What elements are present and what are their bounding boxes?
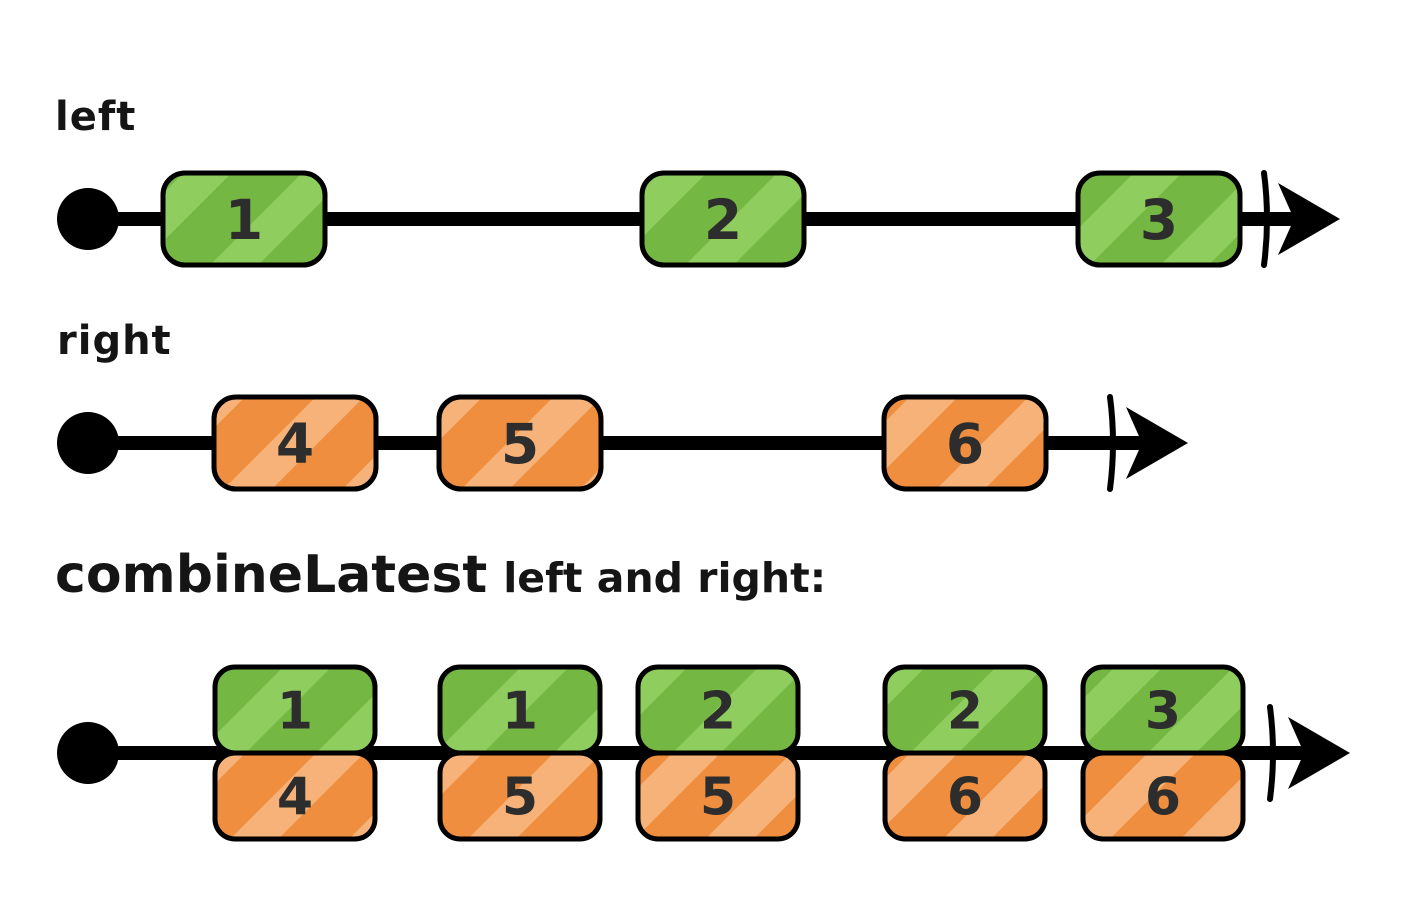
marble-combined-top-3: 3 <box>1080 664 1246 756</box>
marble-value: 2 <box>704 188 742 252</box>
marble-value: 6 <box>1145 768 1181 828</box>
marble-right-6: 6 <box>881 394 1049 492</box>
combine-latest-heading: combineLatest left and right: <box>55 545 826 605</box>
marble-value: 2 <box>947 682 983 742</box>
marble-value: 2 <box>700 682 736 742</box>
marble-combined-top-2: 2 <box>882 664 1048 756</box>
operator-name: combineLatest <box>55 545 488 605</box>
marble-combined-bottom-5: 5 <box>635 750 801 842</box>
timeline-start-dot-icon <box>57 188 119 250</box>
marble-value: 1 <box>277 682 313 742</box>
marble-value: 3 <box>1140 188 1178 252</box>
marble-value: 5 <box>501 412 539 476</box>
timeline-start-dot-icon <box>57 722 119 784</box>
marble-right-5: 5 <box>436 394 604 492</box>
timeline-arrowhead-icon <box>1126 407 1188 479</box>
marble-left-2: 2 <box>639 170 807 268</box>
marble-body <box>212 750 378 842</box>
marble-left-3: 3 <box>1075 170 1243 268</box>
marble-left-1: 1 <box>160 170 328 268</box>
timeline-combined: 1 4 1 5 2 5 2 6 3 6 <box>57 664 1350 842</box>
marble-body <box>1080 750 1246 842</box>
timeline-right: 4 5 6 <box>57 394 1188 492</box>
marble-value: 3 <box>1145 682 1181 742</box>
timeline-start-dot-icon <box>57 412 119 474</box>
marble-value: 6 <box>946 412 984 476</box>
marble-body <box>437 750 603 842</box>
marble-combined-top-1: 1 <box>437 664 603 756</box>
timeline-tick-icon <box>1107 394 1116 492</box>
marble-body <box>882 750 1048 842</box>
marble-body <box>639 170 807 268</box>
marble-body <box>881 394 1049 492</box>
marble-combined-bottom-6: 6 <box>882 750 1048 842</box>
marble-value: 4 <box>276 412 314 476</box>
marble-value: 5 <box>502 768 538 828</box>
marble-combined-top-2: 2 <box>635 664 801 756</box>
marble-body <box>160 170 328 268</box>
marble-body <box>436 394 604 492</box>
marble-value: 4 <box>277 768 313 828</box>
timeline-arrowhead-icon <box>1288 717 1350 789</box>
left-stream-label: left <box>55 94 137 140</box>
marble-combined-top-1: 1 <box>212 664 378 756</box>
timeline-tick-icon <box>1261 170 1270 268</box>
marble-value: 6 <box>947 768 983 828</box>
marble-body <box>1075 170 1243 268</box>
timeline-tick-icon <box>1267 704 1276 802</box>
right-stream-label: right <box>57 318 172 364</box>
marble-body <box>211 394 379 492</box>
marble-body <box>635 750 801 842</box>
marble-combined-bottom-4: 4 <box>212 750 378 842</box>
marble-value: 5 <box>700 768 736 828</box>
timeline-left: 1 2 3 <box>57 170 1340 268</box>
marble-value: 1 <box>225 188 263 252</box>
marble-value: 1 <box>502 682 538 742</box>
marble-combined-bottom-6: 6 <box>1080 750 1246 842</box>
operator-arguments: left and right: <box>503 554 827 602</box>
timeline-arrowhead-icon <box>1278 183 1340 255</box>
marble-combined-bottom-5: 5 <box>437 750 603 842</box>
marble-right-4: 4 <box>211 394 379 492</box>
